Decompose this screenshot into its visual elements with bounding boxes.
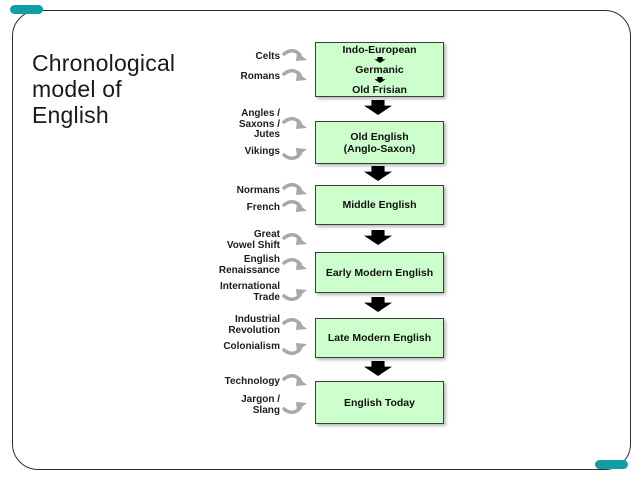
influence-label: Industrial Revolution bbox=[228, 314, 280, 336]
corner-accent-bottom-right bbox=[595, 460, 628, 469]
curved-arrow-icon bbox=[282, 148, 307, 160]
influence-label: Normans bbox=[236, 184, 280, 196]
stage-label-indo-european: Indo-European bbox=[342, 43, 417, 56]
curved-arrow-icon bbox=[282, 343, 307, 355]
stage-box-early-modern-english: Early Modern English bbox=[315, 252, 444, 293]
influence-great-vowel-shift: Great Vowel Shift bbox=[226, 229, 308, 251]
influence-label: International Trade bbox=[219, 281, 280, 303]
curved-arrow-icon bbox=[282, 374, 307, 386]
influence-label: Jargon / Slang bbox=[241, 394, 280, 416]
influence-label: Colonialism bbox=[223, 340, 280, 352]
influence-label: Technology bbox=[224, 375, 280, 387]
stage-box-middle-english: Middle English bbox=[315, 185, 444, 225]
stage-label-germanic: Germanic bbox=[355, 63, 404, 76]
influence-romans: Romans bbox=[241, 69, 308, 85]
slide-border-frame bbox=[12, 10, 631, 470]
corner-accent-top-left bbox=[10, 5, 43, 14]
influence-jargon-slang: Jargon / Slang bbox=[241, 394, 308, 416]
influence-label: Romans bbox=[240, 70, 280, 82]
influence-colonialism: Colonialism bbox=[223, 339, 308, 355]
influence-international-trade: International Trade bbox=[219, 281, 308, 303]
stage-box-old-english: Old English (Anglo-Saxon) bbox=[315, 121, 444, 164]
stage-box-late-modern-english: Late Modern English bbox=[315, 318, 444, 358]
curved-arrow-icon bbox=[282, 200, 307, 212]
curved-arrow-icon bbox=[282, 257, 307, 270]
influence-french: French bbox=[247, 200, 308, 216]
influence-vikings: Vikings bbox=[245, 144, 308, 160]
curved-arrow-icon bbox=[282, 401, 307, 414]
mini-down-arrow-icon bbox=[373, 76, 386, 83]
down-arrow-icon bbox=[363, 100, 393, 115]
stage-box-english-today: English Today bbox=[315, 381, 444, 424]
curved-arrow-icon bbox=[282, 49, 307, 61]
down-arrow-icon bbox=[363, 297, 393, 312]
curved-arrow-icon bbox=[282, 317, 307, 330]
curved-arrow-icon bbox=[282, 232, 307, 245]
influence-angles-saxons-jutes: Angles / Saxons / Jutes bbox=[238, 108, 308, 141]
curved-arrow-icon bbox=[282, 116, 307, 129]
influence-label: Vikings bbox=[244, 145, 280, 157]
influence-normans: Normans bbox=[237, 183, 308, 199]
curved-arrow-icon bbox=[282, 183, 307, 195]
mini-down-arrow-icon bbox=[373, 56, 386, 63]
influence-label: Great Vowel Shift bbox=[226, 229, 280, 251]
stage-box-origins: Indo-European Germanic Old Frisian bbox=[315, 42, 444, 97]
influence-technology: Technology bbox=[225, 374, 308, 390]
influence-label: Angles / Saxons / Jutes bbox=[238, 108, 280, 140]
influence-celts: Celts bbox=[256, 49, 308, 65]
curved-arrow-icon bbox=[282, 69, 307, 81]
influence-english-renaissance: English Renaissance bbox=[218, 254, 308, 276]
slide-title: Chronological model of English bbox=[32, 50, 176, 128]
influence-label: Celts bbox=[255, 50, 280, 62]
stage-label-old-frisian: Old Frisian bbox=[352, 83, 407, 96]
influence-label: French bbox=[246, 201, 280, 213]
influence-label: English Renaissance bbox=[218, 254, 280, 276]
influence-industrial-revolution: Industrial Revolution bbox=[228, 314, 308, 336]
curved-arrow-icon bbox=[282, 288, 307, 301]
down-arrow-icon bbox=[363, 361, 393, 376]
down-arrow-icon bbox=[363, 230, 393, 245]
down-arrow-icon bbox=[363, 166, 393, 181]
